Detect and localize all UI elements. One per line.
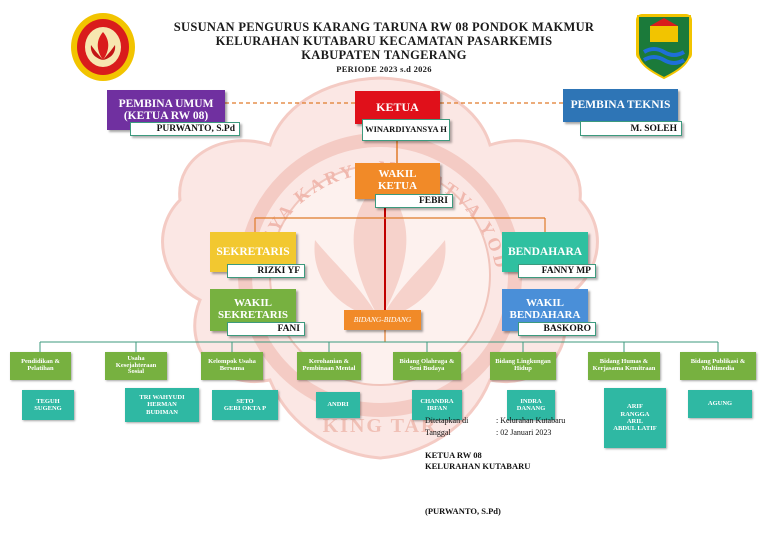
member-name: ARIL bbox=[626, 418, 644, 425]
member-name: RANGGA bbox=[620, 410, 650, 418]
title-period: PERIODE 2023 s.d 2026 bbox=[336, 64, 432, 74]
karang-taruna-logo bbox=[71, 13, 135, 81]
pembina-umum-name: PURWANTO, S.Pd bbox=[130, 122, 240, 136]
member-name: TRI WAHYUDI bbox=[139, 393, 185, 401]
wakil-ketua-box: WAKIL KETUA bbox=[355, 163, 440, 199]
bidang-pendidikan: Pendidikan & Pelatihan bbox=[10, 352, 71, 380]
bidang-usaha-kesejahteraan: Usaha Kesejahteraan Sosial bbox=[105, 352, 167, 380]
bidang-humas: Bidang Humas & Kerjasama Kemitraan bbox=[588, 352, 660, 380]
footer-place-label: Ditetapkan di bbox=[425, 416, 469, 425]
bidang-publikasi: Bidang Publikasi & Multimedia bbox=[680, 352, 756, 380]
members-publikasi: AGUNG bbox=[688, 390, 752, 418]
member-name: BUDIMAN bbox=[146, 408, 178, 416]
watermark-petal-left bbox=[314, 240, 380, 320]
bendahara-name: FANNY MP bbox=[518, 264, 596, 278]
member-name: HERMAN bbox=[147, 401, 177, 409]
member-name: GERI OKTA P bbox=[223, 405, 267, 412]
member-name: IRFAN bbox=[426, 405, 448, 412]
member-name: ARIF bbox=[627, 403, 643, 411]
footer-date-label: Tanggal bbox=[425, 428, 451, 437]
bidang-lingkungan: Bidang Lingkungan Hidup bbox=[490, 352, 556, 380]
watermark-emblem: ADHITYA KARYA MAHATVA YODHA KING TAR bbox=[140, 60, 599, 460]
members-kelompok-usaha: SETO GERI OKTA P bbox=[212, 390, 278, 420]
members-kerohanian: ANDRI bbox=[316, 392, 360, 418]
kabupaten-tangerang-logo bbox=[636, 14, 692, 80]
members-olahraga: CHANDRA IRFAN bbox=[412, 390, 462, 420]
watermark-petal-right bbox=[380, 240, 446, 320]
member-name: DANANG bbox=[516, 405, 546, 412]
bidang-bidang-label: BIDANG-BIDANG bbox=[344, 310, 421, 330]
wakil-sekretaris-name: FANI bbox=[227, 322, 305, 336]
watermark-bottom-text: KING TAR bbox=[323, 415, 438, 437]
title-line-1: SUSUNAN PENGURUS KARANG TARUNA RW 08 PON… bbox=[173, 20, 595, 34]
footer-signer: (PURWANTO, S.Pd) bbox=[425, 506, 501, 516]
watermark-flame-icon bbox=[353, 180, 407, 320]
title-line-3: KABUPATEN TANGERANG bbox=[301, 48, 467, 62]
pembina-teknis-name: M. SOLEH bbox=[580, 121, 682, 136]
members-lingkungan: INDRA DANANG bbox=[507, 390, 555, 420]
members-pendidikan: TEGUH SUGENG bbox=[22, 390, 74, 420]
member-name: ANDRI bbox=[327, 401, 349, 409]
member-name: SUGENG bbox=[34, 405, 62, 412]
sekretaris-name: RIZKI YF bbox=[227, 264, 305, 278]
title-line-2: KELURAHAN KUTABARU KECAMATAN PASARKEMIS bbox=[215, 34, 553, 48]
member-name: AGUNG bbox=[707, 400, 733, 408]
ketua-box: KETUA bbox=[355, 91, 440, 124]
members-usaha-kesejahteraan: TRI WAHYUDI HERMAN BUDIMAN bbox=[125, 388, 199, 422]
footer-date-value: : 02 Januari 2023 bbox=[496, 428, 552, 437]
wakil-ketua-name: FEBRI bbox=[375, 194, 453, 208]
bidang-kelompok-usaha: Kelompok Usaha Bersama bbox=[201, 352, 263, 380]
member-name: INDRA bbox=[520, 397, 542, 405]
bidang-olahraga: Bidang Olahraga & Seni Budaya bbox=[393, 352, 461, 380]
pembina-teknis-box: PEMBINA TEKNIS bbox=[563, 89, 678, 122]
member-name: CHANDRA bbox=[420, 397, 454, 405]
member-name: TEGUH bbox=[36, 397, 60, 405]
footer-sign-line-2: KELURAHAN KUTABARU bbox=[425, 461, 531, 471]
footer-sign-line-1: KETUA RW 08 bbox=[425, 450, 482, 460]
members-humas: ARIF RANGGA ARIL ABDUL LATIF bbox=[604, 388, 666, 448]
footer-place-value: : Kelurahan Kutabaru bbox=[496, 416, 566, 425]
wakil-bendahara-name: BASKORO bbox=[518, 322, 596, 336]
bidang-kerohanian: Kerohanian & Pembinaan Mental bbox=[297, 352, 361, 380]
member-name: SETO bbox=[236, 397, 254, 405]
ketua-name: WINARDIYANSYA H bbox=[362, 119, 450, 141]
member-name: ABDUL LATIF bbox=[613, 425, 657, 433]
